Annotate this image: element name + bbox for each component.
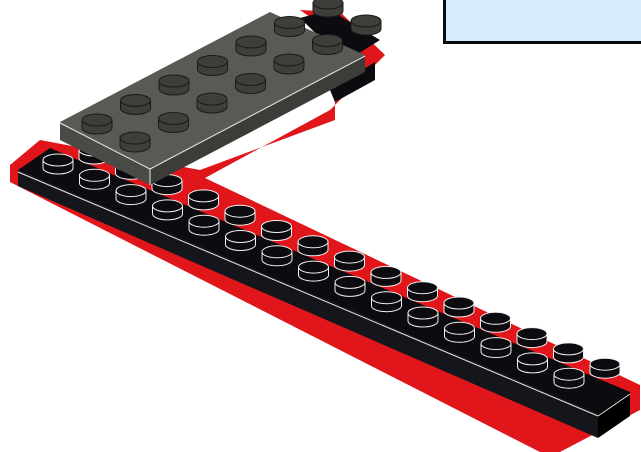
stud	[443, 296, 475, 318]
stud	[350, 14, 382, 36]
stud	[370, 265, 402, 287]
stud	[480, 311, 511, 333]
stud	[261, 245, 293, 267]
grey-plate-studs	[81, 0, 382, 153]
stud	[517, 352, 548, 374]
stud	[261, 220, 292, 241]
stud	[371, 291, 402, 313]
stud	[225, 230, 256, 251]
stud	[224, 204, 256, 226]
stud	[152, 199, 183, 221]
stud	[298, 260, 329, 282]
stud	[407, 281, 438, 303]
stud	[516, 327, 548, 349]
stud	[119, 131, 151, 153]
stud	[196, 92, 228, 114]
stud	[297, 235, 329, 257]
stud	[158, 74, 190, 96]
stud	[158, 112, 189, 133]
stud	[589, 357, 621, 379]
stud	[334, 275, 366, 297]
stud	[480, 337, 512, 359]
stud	[188, 214, 220, 236]
stud	[79, 168, 110, 190]
stud	[235, 35, 267, 57]
stud	[235, 73, 266, 94]
stud	[407, 306, 439, 328]
long-black-plate	[17, 148, 631, 438]
stud	[273, 53, 305, 75]
stud	[197, 55, 228, 76]
stud	[553, 367, 585, 389]
stud	[115, 184, 147, 206]
callout-panel	[443, 0, 641, 44]
stud	[444, 321, 475, 343]
stud	[42, 153, 74, 175]
stud	[120, 94, 151, 115]
stud	[553, 342, 584, 364]
grey-plate	[59, 12, 366, 185]
stud	[81, 113, 113, 135]
stud	[188, 189, 219, 211]
stud	[312, 0, 344, 18]
stud	[274, 16, 305, 37]
stud	[334, 250, 365, 272]
stud	[312, 34, 343, 55]
